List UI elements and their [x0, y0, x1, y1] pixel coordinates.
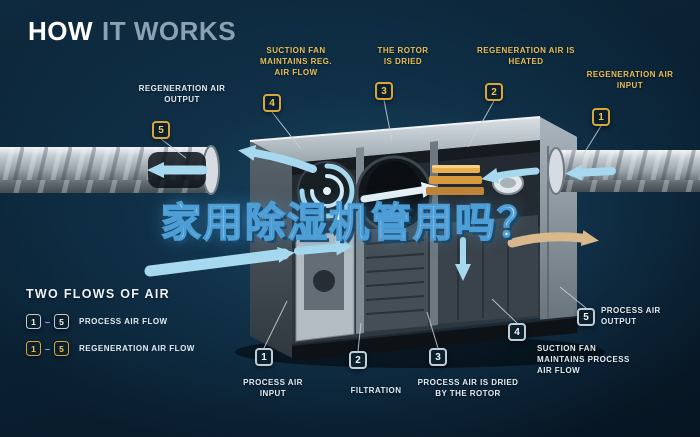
badge-process-2: 2 [349, 351, 367, 369]
filter-section [362, 224, 428, 332]
cabinet-left-face [250, 141, 292, 358]
callout-label-regeneration-air-output: REGENERATION AIR OUTPUT [138, 84, 226, 105]
regen-to-duct-arrow [238, 144, 317, 173]
desiccant-rotor [355, 155, 439, 233]
suction-fan-swirl [297, 161, 357, 221]
legend-label-regeneration: REGENERATION AIR FLOW [79, 344, 195, 353]
cabinet-base [292, 317, 577, 361]
legend-row-regeneration: 1 – 5 REGENERATION AIR FLOW [26, 341, 195, 356]
regen-heater [426, 165, 484, 195]
callout-label-regen-air-heated: REGENERATION AIR IS HEATED [477, 46, 575, 67]
page-title-emphasis: HOW [28, 16, 94, 46]
legend-row-process: 1 – 5 PROCESS AIR FLOW [26, 314, 195, 329]
legend-dash: – [45, 316, 51, 327]
regen-input-arrow [565, 164, 616, 181]
left-duct [0, 145, 220, 195]
callout-label-filtration: FILTRATION [350, 386, 402, 395]
callout-label-regen-air-input: REGENERATION AIR INPUT [586, 70, 674, 91]
dehumidifier-unit [235, 116, 605, 368]
badge-regeneration-5: 5 [152, 121, 170, 139]
airflow-arrows [144, 144, 616, 281]
callout-label-suction-fan-process: SUCTION FAN MAINTAINS PROCESS AIR FLOW [537, 344, 630, 376]
callout-label-process-air-input: PROCESS AIR INPUT [243, 378, 303, 399]
regen-to-heater-arrow [481, 167, 540, 184]
callout-label-process-air-output: PROCESS AIR OUTPUT [601, 306, 661, 327]
badge-regeneration-1: 1 [592, 108, 610, 126]
callout-connectors [160, 99, 602, 352]
badge-regeneration-2: 2 [485, 83, 503, 101]
badge-process-5: 5 [577, 308, 595, 326]
process-output-arrow [507, 230, 599, 248]
badge-regeneration-3: 3 [375, 82, 393, 100]
legend-badge-process-to: 5 [54, 314, 70, 329]
badge-process-4: 4 [508, 323, 526, 341]
legend-badge-regen-from: 1 [26, 341, 41, 356]
callout-label-rotor-dried: THE ROTOR IS DRIED [377, 46, 429, 67]
callout-label-process-air-dried: PROCESS AIR IS DRIED BY THE ROTOR [417, 378, 519, 399]
legend: TWO FLOWS OF AIR 1 – 5 PROCESS AIR FLOW … [26, 287, 195, 368]
legend-label-process: PROCESS AIR FLOW [79, 317, 168, 326]
badge-process-3: 3 [429, 348, 447, 366]
right-duct [547, 147, 700, 195]
process-input-arrow [144, 246, 295, 277]
callout-label-suction-fan-reg: SUCTION FAN MAINTAINS REG. AIR FLOW [260, 46, 332, 78]
cabinet-top-face [250, 117, 577, 163]
legend-heading: TWO FLOWS OF AIR [26, 287, 170, 301]
page-title-rest: IT WORKS [102, 16, 237, 46]
process-internal-arrow [294, 239, 353, 256]
badge-process-1: 1 [255, 348, 273, 366]
badge-regeneration-4: 4 [263, 94, 281, 112]
legend-dash: – [45, 343, 51, 354]
legend-badge-regen-to: 5 [54, 341, 70, 356]
page-title: HOW IT WORKS [28, 16, 236, 47]
legend-badge-process-from: 1 [26, 314, 41, 329]
watermark-text: 家用除湿机管用吗？ [160, 199, 539, 247]
